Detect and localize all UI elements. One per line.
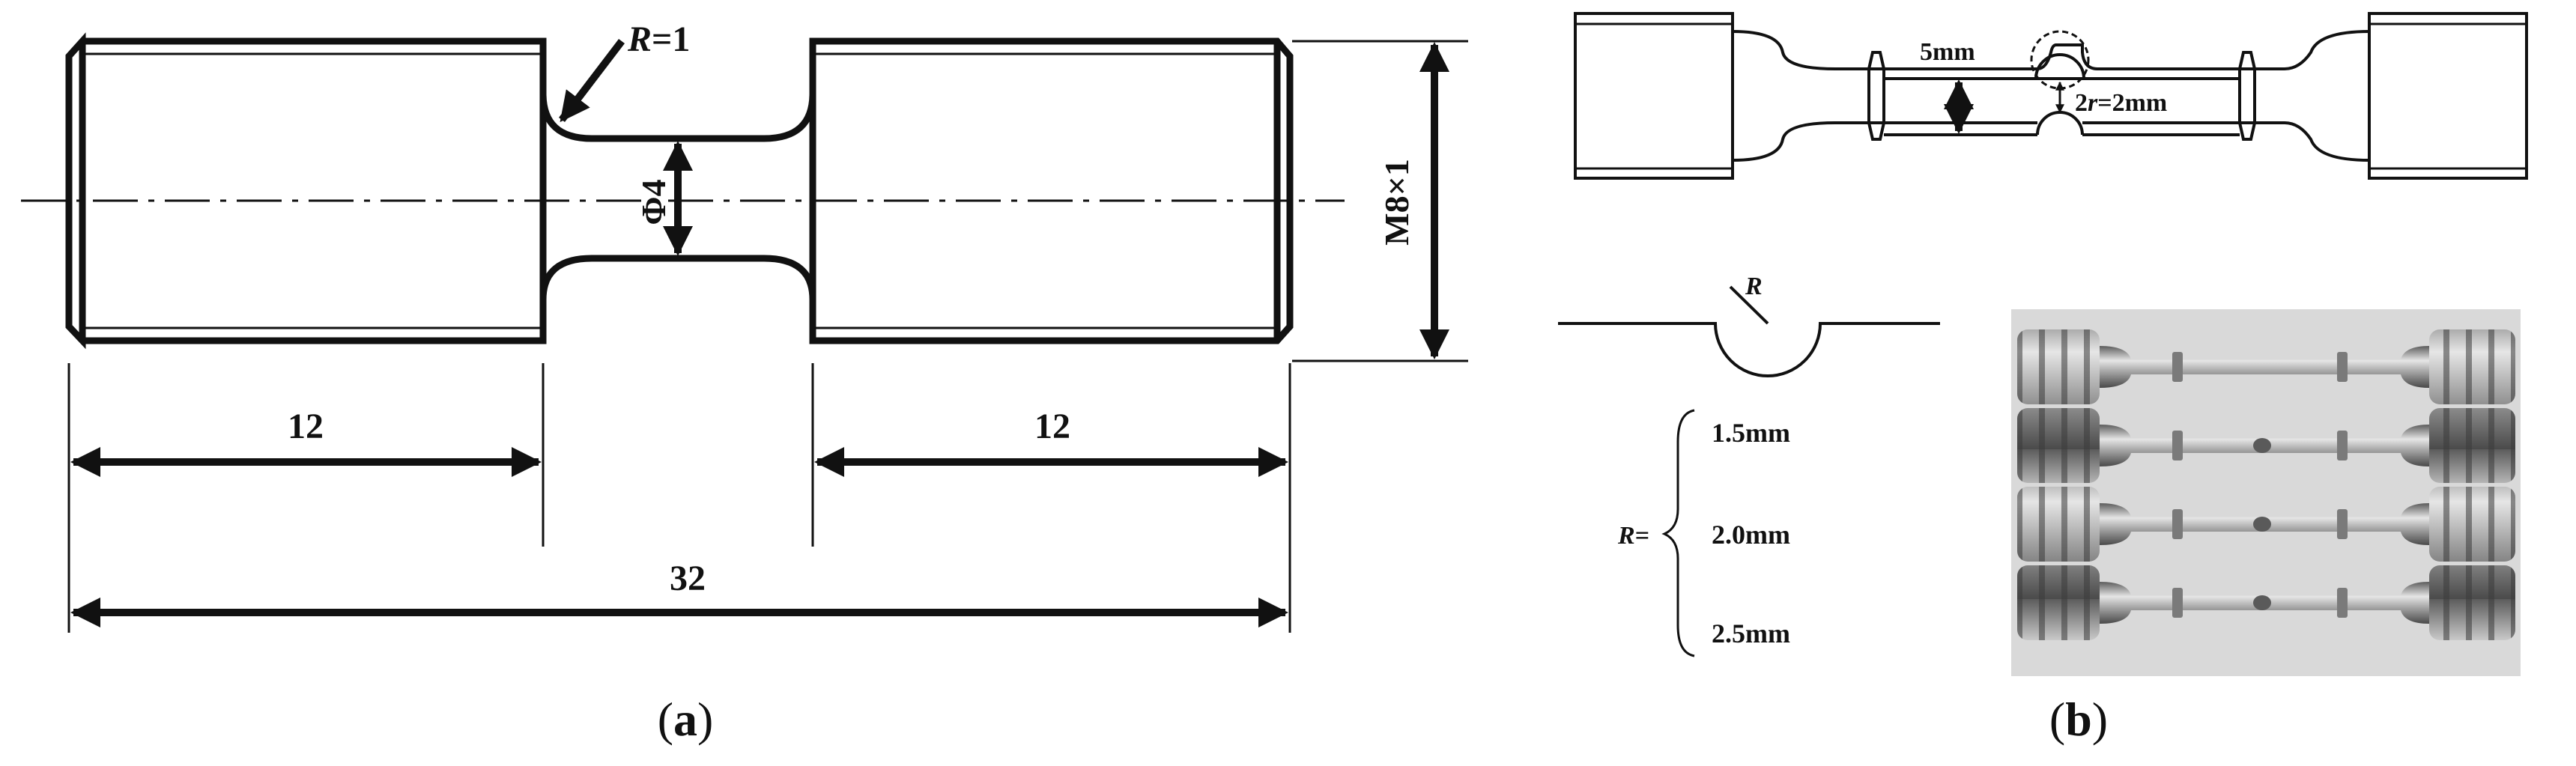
right-thread-body	[809, 37, 1294, 344]
notch-radius-line	[1729, 285, 1769, 325]
specimen-photo	[2011, 309, 2521, 676]
panel-a-drawing: R=1 Φ4 M8×1 12 12 32	[21, 19, 1468, 633]
radius-label: R=1	[627, 19, 690, 59]
notch-profile-line	[1558, 322, 1940, 377]
body-upper-profile	[1732, 30, 2370, 70]
panel-b-specimen-drawing	[1574, 12, 2528, 180]
caption-a: (a)	[658, 693, 714, 746]
gauge-label: 5mm	[1920, 38, 1975, 66]
radius-option-2: 2.0mm	[1712, 520, 1790, 550]
radius-option-3: 2.5mm	[1712, 618, 1790, 648]
photo-specimen	[2017, 329, 2515, 404]
radius-leader-arrow	[559, 38, 625, 123]
photo-specimen	[2017, 565, 2515, 640]
neck-upper-profile	[539, 41, 816, 142]
r-equals-label: R=	[1617, 522, 1649, 550]
neck-lower-profile	[539, 255, 816, 341]
right-grip	[2368, 12, 2528, 180]
dim-total-label: 32	[670, 559, 706, 598]
right-collar	[2238, 51, 2256, 141]
left-grip	[1574, 12, 1734, 180]
dim-right-label: 12	[1034, 407, 1070, 446]
notch-label: 2r=2mm	[2075, 89, 2167, 117]
diameter-label: Φ4	[634, 179, 673, 225]
caption-b: (b)	[2049, 693, 2108, 746]
notch-radius-symbol: R	[1745, 273, 1763, 300]
notch-top	[2034, 53, 2085, 79]
body-lower-profile	[1732, 121, 2370, 162]
panel-b-notch-sketch	[1558, 285, 1940, 377]
photo-specimen	[2017, 487, 2515, 562]
thread-label: M8×1	[1378, 159, 1416, 246]
radius-brace	[1661, 409, 1695, 657]
photo-specimen	[2017, 408, 2515, 483]
left-collar	[1867, 51, 1885, 141]
radius-option-1: 1.5mm	[1712, 418, 1790, 448]
left-thread-body	[65, 32, 547, 350]
dim-left-label: 12	[288, 407, 324, 446]
